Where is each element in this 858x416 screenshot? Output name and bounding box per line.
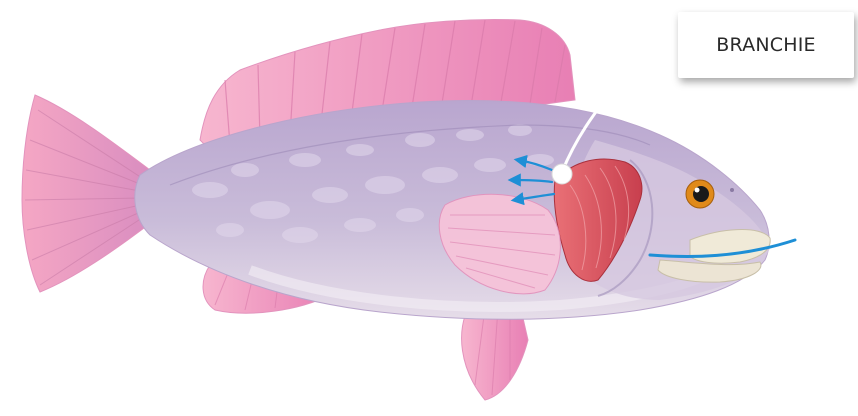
eye [686, 180, 714, 208]
gill-label-text: BRANCHIE [716, 34, 815, 56]
gill-label-callout: BRANCHIE [678, 12, 854, 78]
pointer-dot [552, 164, 572, 184]
nostril [730, 188, 734, 192]
tail-fin [22, 95, 152, 292]
